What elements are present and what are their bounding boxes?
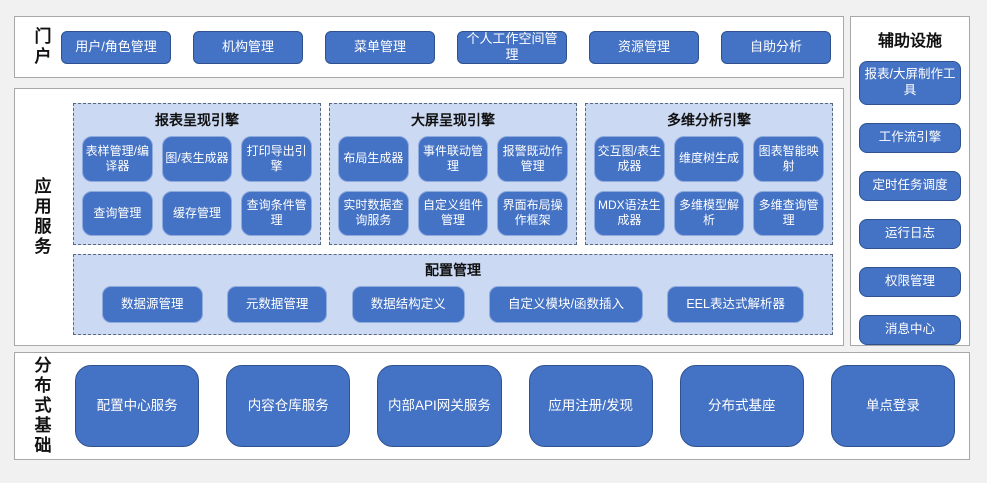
btn-permission-mgmt[interactable]: 权限管理 bbox=[859, 267, 961, 297]
distributed-button-row: 配置中心服务 内容仓库服务 内部API网关服务 应用注册/发现 分布式基座 单点… bbox=[61, 365, 956, 447]
btn-realtime-data-query-service[interactable]: 实时数据查询服务 bbox=[338, 190, 409, 236]
portal-section-label: 门户 bbox=[31, 27, 51, 67]
app-services-section: 应用服务 报表呈现引擎 表样管理/编译器 图/表生成器 打印导出引擎 查询管理 … bbox=[14, 88, 844, 346]
btn-data-structure-definition[interactable]: 数据结构定义 bbox=[351, 286, 465, 323]
portal-button-row: 用户/角色管理 机构管理 菜单管理 个人工作空间管理 资源管理 自助分析 bbox=[61, 30, 831, 64]
app-services-section-label: 应用服务 bbox=[31, 177, 51, 257]
btn-metadata-mgmt[interactable]: 元数据管理 bbox=[226, 286, 328, 323]
btn-resource-mgmt[interactable]: 资源管理 bbox=[589, 30, 699, 64]
auxiliary-button-column: 报表/大屏制作工具 工作流引擎 定时任务调度 运行日志 权限管理 消息中心 bbox=[859, 61, 961, 345]
olap-engine-grid: 交互图/表生成器 维度树生成 图表智能映射 MDX语法生成器 多维模型解析 多维… bbox=[594, 136, 824, 236]
btn-alarm-action-mgmt[interactable]: 报警既动作管理 bbox=[497, 136, 568, 182]
btn-workflow-engine[interactable]: 工作流引擎 bbox=[859, 123, 961, 153]
btn-content-repo-service[interactable]: 内容仓库服务 bbox=[226, 365, 351, 447]
report-engine-grid: 表样管理/编译器 图/表生成器 打印导出引擎 查询管理 缓存管理 查询条件管理 bbox=[82, 136, 312, 236]
auxiliary-section: 辅助设施 报表/大屏制作工具 工作流引擎 定时任务调度 运行日志 权限管理 消息… bbox=[850, 16, 970, 346]
btn-multidim-model-parsing[interactable]: 多维模型解析 bbox=[673, 190, 745, 236]
report-engine-title: 报表呈现引擎 bbox=[155, 112, 239, 128]
distributed-section-label: 分布式基础 bbox=[31, 356, 51, 456]
btn-event-linkage-mgmt[interactable]: 事件联动管理 bbox=[417, 136, 489, 182]
btn-run-log[interactable]: 运行日志 bbox=[859, 219, 961, 249]
btn-custom-component-mgmt[interactable]: 自定义组件管理 bbox=[417, 190, 489, 236]
btn-print-export-engine[interactable]: 打印导出引擎 bbox=[241, 136, 312, 182]
btn-dimension-tree-generation[interactable]: 维度树生成 bbox=[673, 136, 745, 182]
btn-message-center[interactable]: 消息中心 bbox=[859, 315, 961, 345]
app-services-label-box: 应用服务 bbox=[21, 89, 61, 345]
screen-engine-grid: 布局生成器 事件联动管理 报警既动作管理 实时数据查询服务 自定义组件管理 界面… bbox=[338, 136, 568, 236]
olap-engine-title: 多维分析引擎 bbox=[667, 112, 751, 128]
group-config-mgmt: 配置管理 数据源管理 元数据管理 数据结构定义 自定义模块/函数插入 EEL表达… bbox=[73, 254, 833, 335]
auxiliary-section-label: 辅助设施 bbox=[877, 33, 942, 50]
distributed-section: 分布式基础 配置中心服务 内容仓库服务 内部API网关服务 应用注册/发现 分布… bbox=[14, 352, 970, 460]
config-button-row: 数据源管理 元数据管理 数据结构定义 自定义模块/函数插入 EEL表达式解析器 bbox=[86, 286, 820, 323]
group-screen-engine: 大屏呈现引擎 布局生成器 事件联动管理 报警既动作管理 实时数据查询服务 自定义… bbox=[329, 103, 577, 245]
btn-internal-api-gateway-service[interactable]: 内部API网关服务 bbox=[377, 365, 502, 447]
btn-config-center-service[interactable]: 配置中心服务 bbox=[75, 365, 200, 447]
btn-layout-generator[interactable]: 布局生成器 bbox=[338, 136, 409, 182]
group-olap-engine: 多维分析引擎 交互图/表生成器 维度树生成 图表智能映射 MDX语法生成器 多维… bbox=[585, 103, 833, 245]
btn-chart-table-generator[interactable]: 图/表生成器 bbox=[161, 136, 233, 182]
engine-row: 报表呈现引擎 表样管理/编译器 图/表生成器 打印导出引擎 查询管理 缓存管理 … bbox=[73, 103, 833, 245]
btn-mdx-syntax-generator[interactable]: MDX语法生成器 bbox=[594, 190, 665, 236]
btn-personal-workspace-mgmt[interactable]: 个人工作空间管理 bbox=[457, 30, 567, 64]
btn-distributed-base[interactable]: 分布式基座 bbox=[679, 365, 804, 447]
btn-menu-mgmt[interactable]: 菜单管理 bbox=[325, 30, 435, 64]
btn-custom-module-function-insert[interactable]: 自定义模块/函数插入 bbox=[489, 286, 644, 323]
portal-section: 门户 用户/角色管理 机构管理 菜单管理 个人工作空间管理 资源管理 自助分析 bbox=[14, 16, 844, 78]
group-report-engine: 报表呈现引擎 表样管理/编译器 图/表生成器 打印导出引擎 查询管理 缓存管理 … bbox=[73, 103, 321, 245]
distributed-label-box: 分布式基础 bbox=[21, 356, 61, 456]
btn-interactive-chart-generator[interactable]: 交互图/表生成器 bbox=[594, 136, 665, 182]
btn-cache-mgmt[interactable]: 缓存管理 bbox=[161, 190, 233, 236]
btn-query-mgmt[interactable]: 查询管理 bbox=[82, 190, 153, 236]
screen-engine-title: 大屏呈现引擎 bbox=[411, 112, 495, 128]
btn-ui-layout-framework[interactable]: 界面布局操作框架 bbox=[497, 190, 568, 236]
btn-report-template-compiler[interactable]: 表样管理/编译器 bbox=[82, 136, 153, 182]
btn-org-mgmt[interactable]: 机构管理 bbox=[193, 30, 303, 64]
btn-datasource-mgmt[interactable]: 数据源管理 bbox=[102, 286, 203, 323]
portal-label-box: 门户 bbox=[21, 27, 61, 67]
btn-scheduled-task-dispatch[interactable]: 定时任务调度 bbox=[859, 171, 961, 201]
btn-eel-expression-parser[interactable]: EEL表达式解析器 bbox=[667, 286, 804, 323]
config-mgmt-title: 配置管理 bbox=[425, 262, 481, 278]
btn-user-role-mgmt[interactable]: 用户/角色管理 bbox=[61, 30, 171, 64]
btn-chart-smart-mapping[interactable]: 图表智能映射 bbox=[753, 136, 824, 182]
btn-self-service-analysis[interactable]: 自助分析 bbox=[721, 30, 831, 64]
btn-multidim-query-mgmt[interactable]: 多维查询管理 bbox=[753, 190, 824, 236]
btn-report-screen-design-tool[interactable]: 报表/大屏制作工具 bbox=[859, 61, 961, 105]
btn-sso[interactable]: 单点登录 bbox=[830, 365, 956, 447]
btn-app-register-discovery[interactable]: 应用注册/发现 bbox=[528, 365, 653, 447]
app-services-content: 报表呈现引擎 表样管理/编译器 图/表生成器 打印导出引擎 查询管理 缓存管理 … bbox=[61, 89, 843, 345]
btn-query-condition-mgmt[interactable]: 查询条件管理 bbox=[241, 190, 312, 236]
